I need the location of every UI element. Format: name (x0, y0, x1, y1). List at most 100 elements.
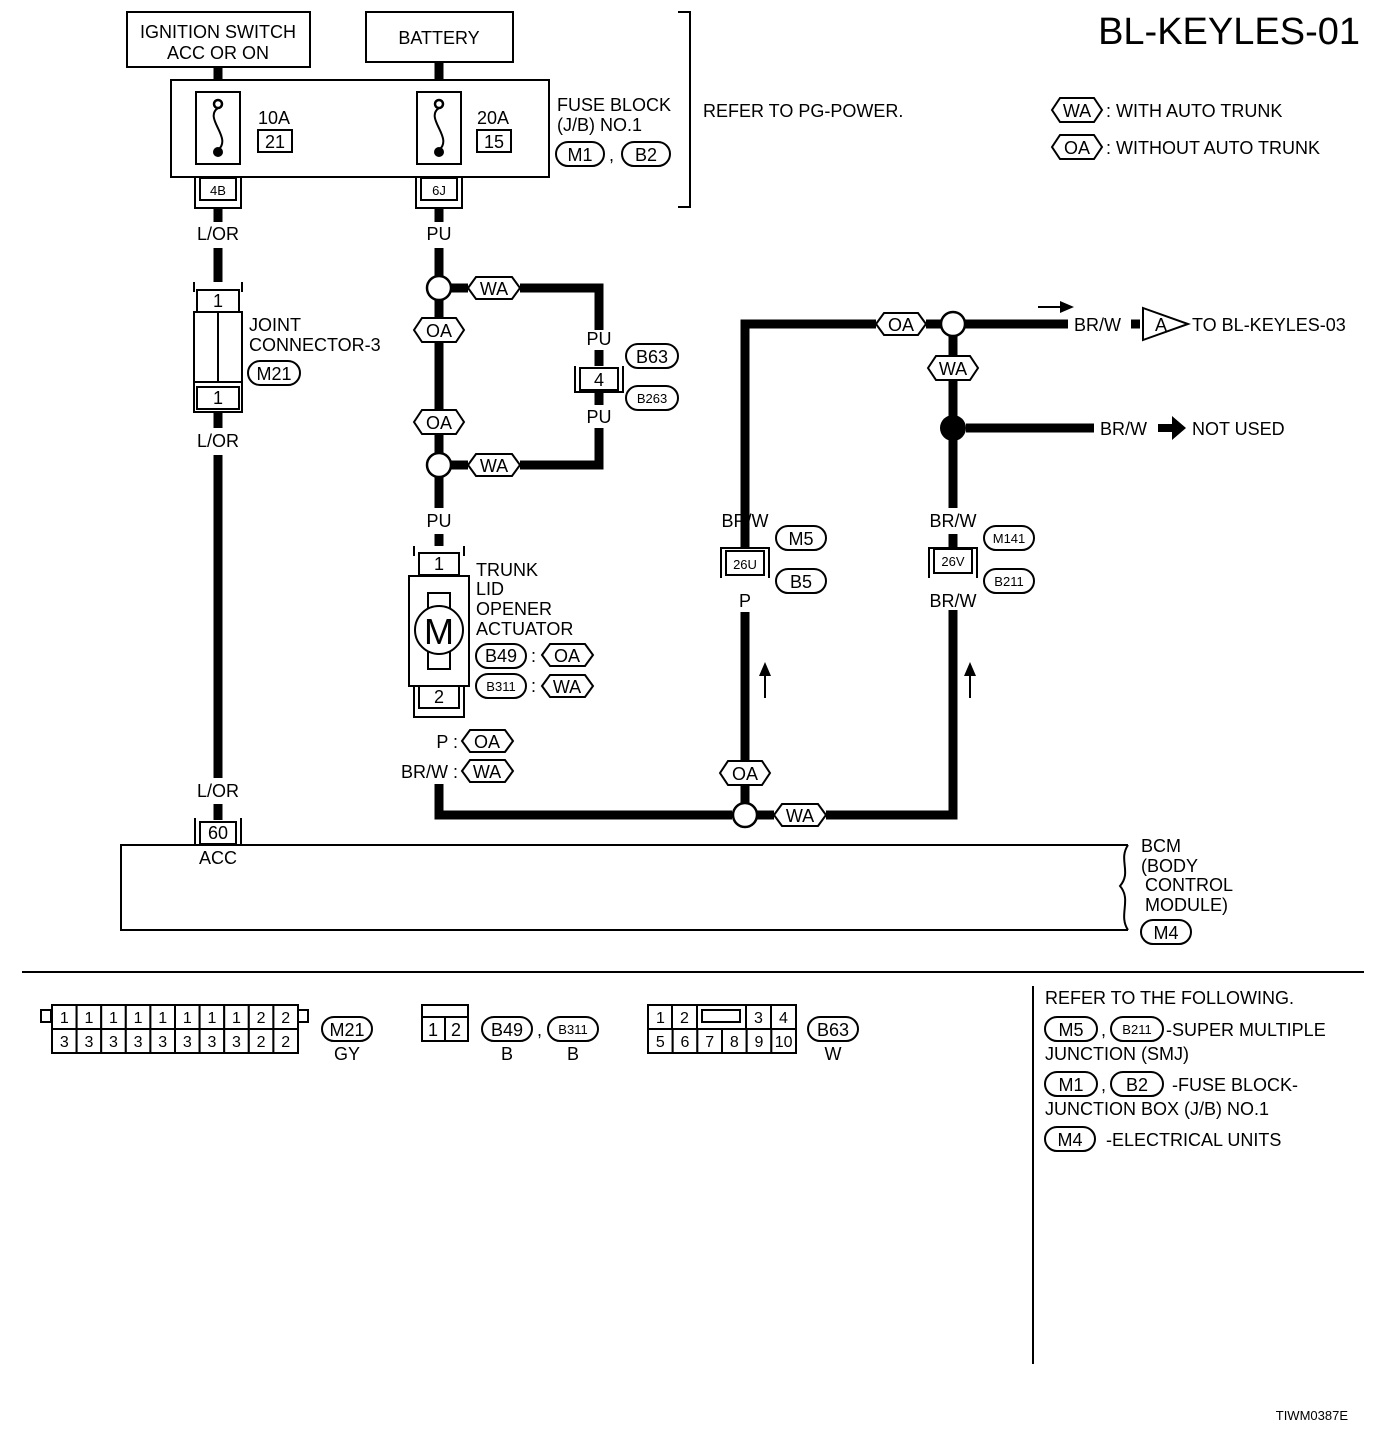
reference-smj-conn-m5: M5 (1058, 1020, 1083, 1040)
actuator-label-1: TRUNK (476, 560, 538, 580)
face-m21-bottom-pin-cell (75, 1028, 103, 1054)
reference-fb-conn-m1: M1 (1058, 1075, 1083, 1095)
reference-list: REFER TO THE FOLLOWING. M5 , B211 -SUPER… (1044, 988, 1326, 1152)
refer-pg-power: REFER TO PG-POWER. (703, 101, 903, 121)
wire-color-l-or-2: L/OR (197, 431, 239, 451)
face-m21-top-pin-cell (100, 1004, 127, 1030)
face-b63-bottom-pin: 6 (681, 1034, 690, 1051)
output-marker-a: A (1155, 315, 1167, 335)
legend: WA : WITH AUTO TRUNK OA : WITHOUT AUTO T… (1050, 97, 1320, 160)
smj-terminal-26v: 26V (941, 554, 964, 569)
option-wa-right: WA (939, 359, 967, 379)
wire-color-p-actuator: P : (436, 732, 458, 752)
smj-conn-b211: B211 (994, 574, 1023, 589)
splice-not-used (940, 415, 966, 441)
actuator-opt-oa: OA (554, 646, 580, 666)
fuse-block: 10A 21 20A 15 FUSE BLOCK (J/B) NO.1 M1 ,… (170, 11, 903, 209)
actuator-label-3: OPENER (476, 599, 552, 619)
face-b49-pin-1: 1 (428, 1020, 438, 1040)
page-title: BL-KEYLES-01 (1098, 11, 1360, 53)
wire-color-brw-smj-right-top: BR/W (930, 511, 977, 531)
face-b49-pin-2: 2 (451, 1020, 461, 1040)
option-oa-bottom: OA (732, 764, 758, 784)
face-b49-code: B49 (491, 1020, 523, 1040)
face-m21-top-pin: 1 (158, 1010, 167, 1027)
face-m21-top-pin-cell (272, 1004, 299, 1030)
reference-smj-sep: , (1101, 1020, 1106, 1040)
face-b63-top-pin: 2 (680, 1010, 689, 1027)
face-m21-bottom-pin: 3 (207, 1034, 216, 1051)
reference-smj-conn-b211: B211 (1122, 1022, 1151, 1037)
option-splice-bottom (731, 801, 759, 829)
reference-fb-text-1: -FUSE BLOCK- (1172, 1075, 1298, 1095)
option-wa-mid: WA (480, 456, 508, 476)
option-wa-bottom: WA (786, 806, 814, 826)
face-m21-bottom-pin: 3 (134, 1034, 143, 1051)
legend-wa-text: : WITH AUTO TRUNK (1106, 101, 1282, 121)
joint-connector-pin-bottom: 1 (213, 388, 223, 408)
bcm-label-1: BCM (1141, 836, 1181, 856)
reference-fb-sep: , (1101, 1075, 1106, 1095)
smj-terminal-26u: 26U (733, 557, 757, 572)
face-b311-code: B311 (558, 1022, 587, 1037)
connector-face-b49: 1 2 B49 , B B311 B (421, 1004, 599, 1064)
face-m21-top-pin: 1 (183, 1010, 192, 1027)
face-m21-bottom-pin: 3 (183, 1034, 192, 1051)
legend-oa-code: OA (1064, 138, 1090, 158)
legend-wa-code: WA (1063, 101, 1091, 121)
fuse-15-rating: 20A (477, 108, 509, 128)
output-not-used: NOT USED (1192, 419, 1285, 439)
actuator-pin-2: 2 (434, 687, 444, 707)
option-splice-top (425, 274, 453, 302)
smj-conn-m5: M5 (788, 529, 813, 549)
reference-fb-conn-b2: B2 (1126, 1075, 1148, 1095)
actuator-colon-1: : (531, 646, 536, 666)
figure-id: TIWM0387E (1276, 1408, 1349, 1423)
wire-color-brw-actuator: BR/W : (401, 762, 458, 782)
face-b63-top-pin: 1 (656, 1010, 665, 1027)
reference-smj-text-1: -SUPER MULTIPLE (1166, 1020, 1326, 1040)
joint-connector-pin-top: 1 (213, 291, 223, 311)
bcm-terminal-60: 60 (208, 823, 228, 843)
bcm-label-4: MODULE) (1145, 895, 1228, 915)
fuse-21-number: 21 (265, 132, 285, 152)
actuator-conn-b311: B311 (486, 679, 515, 694)
bcm-label-3: CONTROL (1145, 875, 1233, 895)
fuse-21-rating: 10A (258, 108, 290, 128)
ignition-switch-label-2: ACC OR ON (167, 43, 269, 63)
face-m21-top-pin-cell (149, 1004, 176, 1030)
face-b63-bottom-pin: 9 (755, 1034, 764, 1051)
face-b49-sep: , (537, 1020, 542, 1040)
face-b63-bottom-pin-cell (745, 1028, 773, 1054)
fuse-block-conn-sep: , (609, 145, 614, 165)
actuator-colon-2: : (531, 676, 536, 696)
face-m21-top-pin: 1 (207, 1010, 216, 1027)
reference-eu-text: -ELECTRICAL UNITS (1106, 1130, 1281, 1150)
wire-color-brw-smj-right-bottom: BR/W (930, 591, 977, 611)
face-m21-bottom-pin-cell (223, 1028, 250, 1054)
face-m21-bottom-pin-cell (174, 1028, 201, 1054)
face-m21-bottom-pin: 3 (109, 1034, 118, 1051)
face-m21-bottom-pin: 3 (60, 1034, 69, 1051)
reference-fb-text-2: JUNCTION BOX (J/B) NO.1 (1045, 1099, 1269, 1119)
actuator-conn-b49: B49 (485, 646, 517, 666)
wire-color-pu-1: PU (426, 224, 451, 244)
face-m21-top-pin: 1 (134, 1010, 143, 1027)
face-b63-bottom-pin: 8 (730, 1034, 739, 1051)
output-to-bl-keyles-03: TO BL-KEYLES-03 (1192, 315, 1346, 335)
face-m21-bottom-pin: 3 (84, 1034, 93, 1051)
face-b63-color: W (825, 1044, 842, 1064)
face-m21-top-pin: 1 (84, 1010, 93, 1027)
face-m21-bottom-pin: 2 (281, 1034, 290, 1051)
ignition-switch-label-1: IGNITION SWITCH (140, 22, 296, 42)
face-b63-bottom-pin-cell (770, 1028, 797, 1054)
b63-pin-4: 4 (594, 370, 604, 390)
face-b63-code: B63 (817, 1020, 849, 1040)
face-b63-top-pin: 3 (754, 1010, 763, 1027)
option-wa-top: WA (480, 279, 508, 299)
face-m21-color: GY (334, 1044, 360, 1064)
option-splice-right (939, 310, 967, 338)
b63-conn-b63: B63 (636, 347, 668, 367)
